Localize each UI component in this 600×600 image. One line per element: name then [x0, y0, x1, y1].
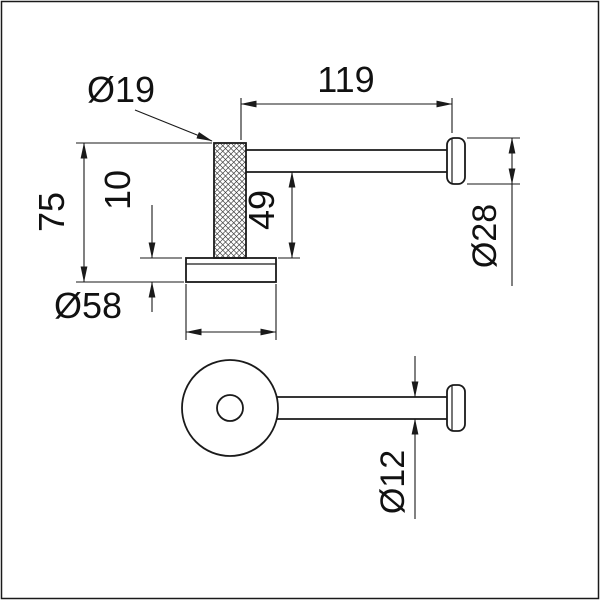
- end-cap: [446, 137, 466, 185]
- dim-plate-thickness-label: 10: [97, 170, 138, 210]
- dim-overall-height: 75: [31, 142, 212, 283]
- wall-plate-side: [185, 257, 277, 283]
- side-view: 119 Ø19 75 10 49: [31, 59, 520, 340]
- dim-arm-length: 119: [240, 59, 453, 140]
- end-cap-body: [446, 137, 466, 185]
- dim-endcap-diameter: Ø28: [466, 137, 520, 286]
- dim-overall-height-label: 75: [31, 192, 72, 232]
- dim-leader-line: [134, 109, 213, 142]
- holder-arm-front: [277, 396, 447, 420]
- end-cap-body: [446, 384, 466, 432]
- dim-post-diameter: Ø19: [87, 69, 213, 142]
- dim-arm-diameter: Ø12: [374, 356, 419, 519]
- front-view: Ø12: [181, 356, 466, 519]
- dim-plate-diameter: Ø58: [54, 284, 277, 340]
- dim-endcap-diameter-label: Ø28: [466, 204, 504, 268]
- dim-arm-to-plate: 49: [241, 171, 300, 259]
- dim-plate-diameter-label: Ø58: [54, 285, 122, 326]
- wall-plate-body: [185, 257, 277, 283]
- dim-plate-thickness: 10: [97, 170, 182, 312]
- wall-plate-circle: [181, 359, 279, 457]
- dim-arm-diameter-label: Ø12: [374, 450, 412, 514]
- end-cap-front: [446, 384, 466, 432]
- dim-arm-length-label: 119: [317, 59, 374, 100]
- post-hub-circle: [216, 394, 244, 422]
- holder-arm: [246, 149, 447, 173]
- dim-arm-to-plate-label: 49: [241, 190, 282, 230]
- dim-post-diameter-label: Ø19: [87, 69, 155, 110]
